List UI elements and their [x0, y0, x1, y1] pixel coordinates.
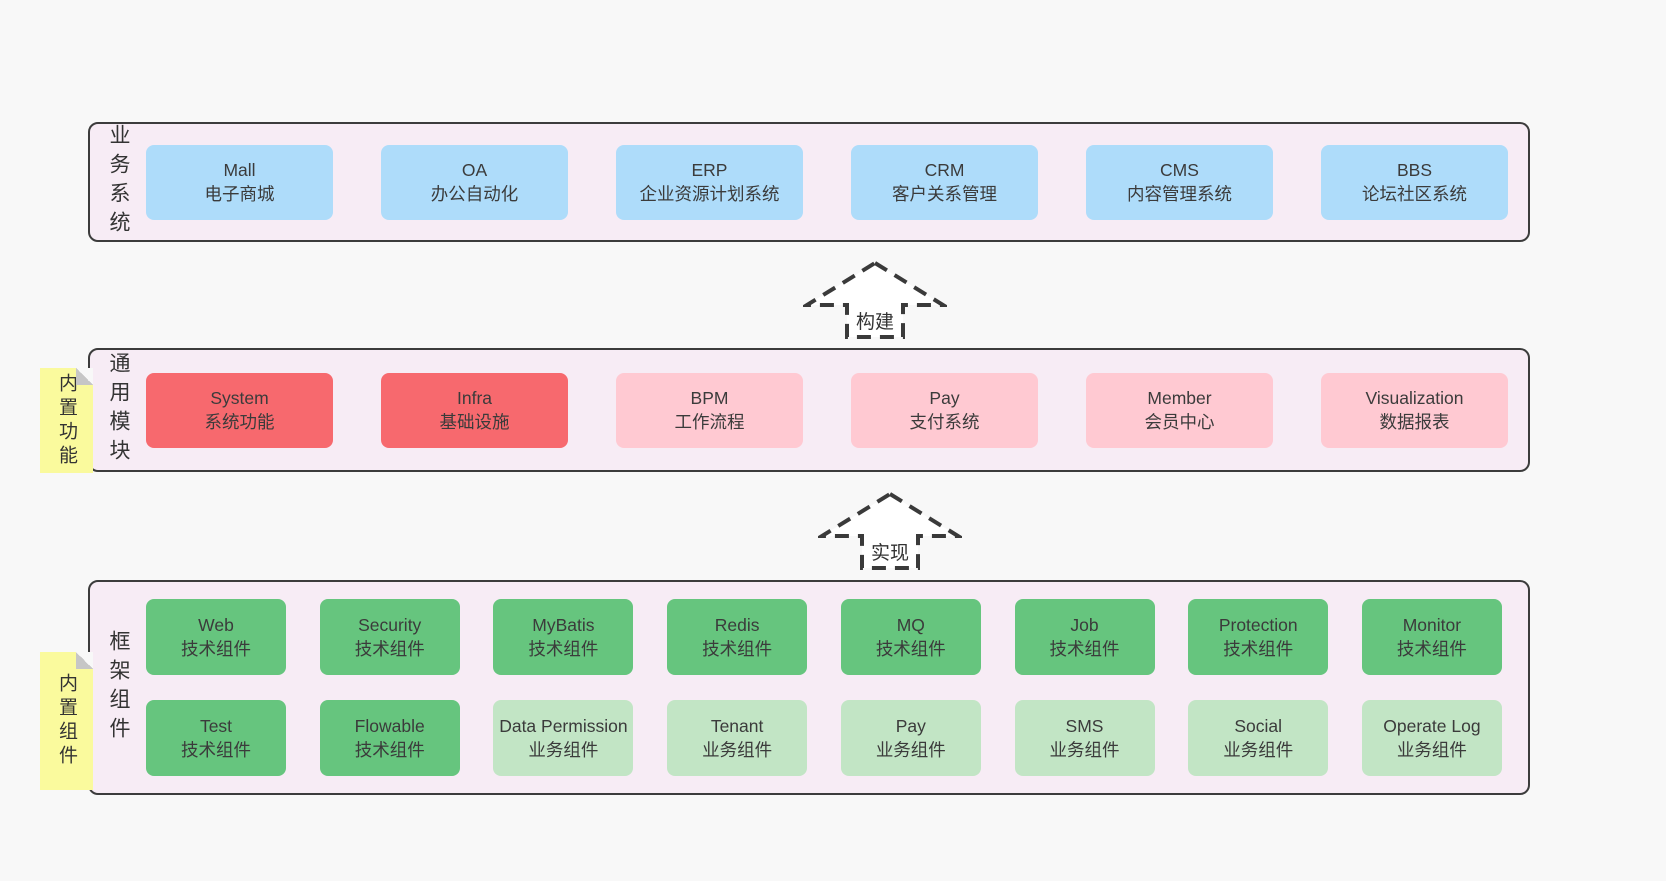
node-member: Member 会员中心: [1086, 372, 1273, 448]
node-desc: 工作流程: [674, 412, 745, 432]
node-name: Social: [1234, 716, 1283, 736]
node-desc: 技术组件: [1396, 639, 1467, 659]
implement-arrow-label: 实现: [868, 538, 912, 565]
node-name: Operate Log: [1383, 716, 1481, 736]
node-name: Pay: [929, 388, 960, 408]
sticky-note-builtin-components: 内置组件: [40, 652, 93, 790]
node-mall: Mall 电子商城: [146, 144, 333, 220]
node-name: MQ: [896, 615, 925, 635]
node-sms: SMS 业务组件: [1014, 700, 1155, 776]
node-flowable: Flowable 技术组件: [319, 700, 460, 776]
node-desc: 办公自动化: [430, 184, 519, 204]
node-name: Member: [1147, 388, 1212, 408]
node-name: Infra: [456, 388, 493, 408]
node-name: Monitor: [1402, 615, 1462, 635]
node-desc: 会员中心: [1144, 412, 1215, 432]
node-desc: 业务组件: [1049, 740, 1120, 760]
node-bpm: BPM 工作流程: [616, 372, 803, 448]
node-name: CMS: [1160, 160, 1199, 180]
folded-corner-icon: [76, 368, 93, 385]
node-pay-business: Pay 业务组件: [840, 700, 981, 776]
node-name: Pay: [895, 716, 926, 736]
node-desc: 技术组件: [354, 740, 425, 760]
node-desc: 数据报表: [1379, 412, 1450, 432]
node-test: Test 技术组件: [146, 700, 286, 776]
build-arrow-label: 构建: [853, 307, 897, 334]
node-name: ERP: [691, 160, 728, 180]
node-name: Test: [199, 716, 233, 736]
node-security: Security 技术组件: [319, 599, 460, 675]
node-data-permission: Data Permission 业务组件: [493, 700, 634, 776]
node-tenant: Tenant 业务组件: [667, 700, 808, 776]
node-mybatis: MyBatis 技术组件: [493, 599, 634, 675]
band-common-modules: 通用模块 System 系统功能 Infra 基础设施 BPM 工作流程 Pay…: [88, 348, 1530, 472]
node-desc: 技术组件: [181, 639, 251, 659]
band-common-label: 通用模块: [107, 352, 130, 468]
node-desc: 技术组件: [702, 639, 773, 659]
node-desc: 技术组件: [528, 639, 599, 659]
node-job: Job 技术组件: [1014, 599, 1155, 675]
node-name: BBS: [1396, 160, 1433, 180]
band-framework-label: 框架组件: [107, 629, 130, 746]
implement-arrow-icon: 实现: [818, 491, 962, 571]
node-web: Web 技术组件: [146, 599, 286, 675]
node-bbs: BBS 论坛社区系统: [1321, 144, 1508, 220]
node-mq: MQ 技术组件: [840, 599, 981, 675]
node-desc: 业务组件: [702, 740, 773, 760]
node-desc: 技术组件: [1223, 639, 1294, 659]
node-desc: 基础设施: [439, 412, 510, 432]
node-name: Flowable: [354, 716, 425, 736]
node-desc: 技术组件: [1049, 639, 1120, 659]
node-protection: Protection 技术组件: [1188, 599, 1329, 675]
node-desc: 支付系统: [909, 412, 980, 432]
node-desc: 电子商城: [204, 184, 275, 204]
node-name: Protection: [1218, 615, 1298, 635]
folded-corner-icon: [76, 652, 93, 669]
node-desc: 论坛社区系统: [1362, 184, 1467, 204]
node-desc: 客户关系管理: [892, 184, 997, 204]
node-desc: 系统功能: [204, 412, 275, 432]
node-oa: OA 办公自动化: [381, 144, 568, 220]
node-name: Redis: [714, 615, 760, 635]
node-name: BPM: [690, 388, 729, 408]
node-cms: CMS 内容管理系统: [1086, 144, 1273, 220]
node-name: Web: [198, 615, 234, 635]
node-name: Mall: [223, 160, 256, 180]
node-desc: 业务组件: [875, 740, 946, 760]
node-infra: Infra 基础设施: [381, 372, 568, 448]
node-desc: 企业资源计划系统: [639, 184, 780, 204]
build-arrow-icon: 构建: [803, 260, 947, 340]
node-desc: 技术组件: [875, 639, 946, 659]
node-desc: 技术组件: [354, 639, 425, 659]
node-name: Security: [358, 615, 422, 635]
node-name: CRM: [924, 160, 965, 180]
node-social: Social 业务组件: [1188, 700, 1329, 776]
node-pay: Pay 支付系统: [851, 372, 1038, 448]
node-name: MyBatis: [532, 615, 595, 635]
node-desc: 内容管理系统: [1127, 184, 1232, 204]
band-business-systems: 业务系统 Mall 电子商城 OA 办公自动化 ERP 企业资源计划系统 CRM…: [88, 122, 1530, 242]
node-name: Data Permission: [499, 716, 628, 736]
node-crm: CRM 客户关系管理: [851, 144, 1038, 220]
node-name: Visualization: [1365, 388, 1464, 408]
node-system: System 系统功能: [146, 372, 333, 448]
node-desc: 业务组件: [528, 740, 599, 760]
node-name: Job: [1070, 615, 1099, 635]
node-name: OA: [461, 160, 488, 180]
band-business-label: 业务系统: [107, 124, 130, 240]
node-desc: 业务组件: [1223, 740, 1294, 760]
node-visualization: Visualization 数据报表: [1321, 372, 1508, 448]
node-name: System: [210, 388, 269, 408]
node-erp: ERP 企业资源计划系统: [616, 144, 803, 220]
node-desc: 技术组件: [181, 740, 251, 760]
band-framework-components: 框架组件 Web 技术组件 Security 技术组件 MyBatis 技术组件…: [88, 580, 1530, 795]
node-name: Tenant: [710, 716, 764, 736]
node-monitor: Monitor 技术组件: [1361, 599, 1502, 675]
node-desc: 业务组件: [1396, 740, 1467, 760]
node-operate-log: Operate Log 业务组件: [1361, 700, 1502, 776]
sticky-note-builtin-functions: 内置功能: [40, 368, 93, 473]
node-redis: Redis 技术组件: [667, 599, 808, 675]
node-name: SMS: [1065, 716, 1104, 736]
